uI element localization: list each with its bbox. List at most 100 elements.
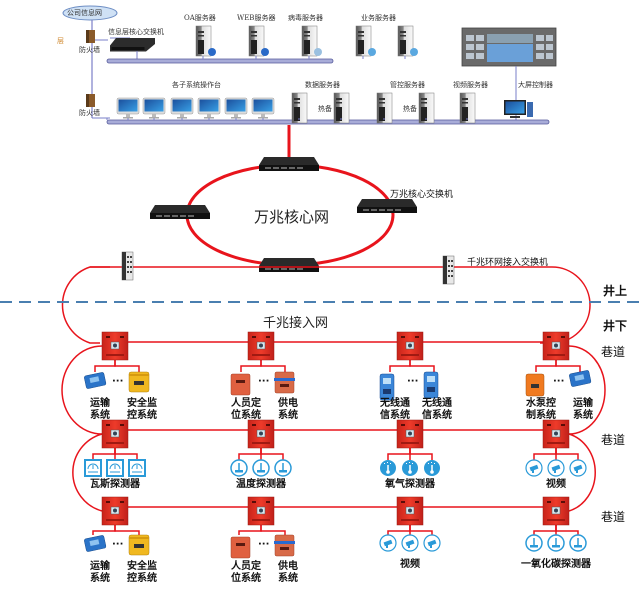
firewall-icon: [86, 94, 95, 107]
access-ring: [61, 266, 591, 344]
info-core-switch-icon: [110, 38, 155, 52]
workstation-icon: [142, 97, 166, 119]
core-switch-label: 万兆核心交换机: [390, 190, 454, 200]
detector-group-label: 氧气探测器: [385, 479, 435, 490]
device-label: 供电 系统: [278, 561, 298, 584]
big-screen-controller-icon: [504, 100, 533, 118]
workstation-icon: [251, 97, 275, 119]
hot-standby-label: 热备: [403, 105, 417, 113]
surface-zone-label: 井上: [603, 284, 628, 298]
company-network-label: 公司信息网: [67, 9, 102, 17]
core-network-title: 万兆核心网: [254, 208, 330, 226]
mine-ring-switch-icon: [101, 331, 129, 361]
personnel-location-icon: [230, 373, 251, 396]
oa-server-label: OA服务器: [184, 14, 216, 22]
core-switch-icon: [357, 199, 417, 213]
branch-link: [92, 525, 116, 535]
server-badge-icon: [368, 48, 376, 56]
branch-link: [94, 360, 116, 372]
detector-group-label: 温度探测器: [236, 479, 286, 490]
mine-ring-switch-icon: [247, 419, 275, 449]
branch-link: [409, 525, 433, 535]
detector-group-label: 一氧化碳探测器: [521, 559, 591, 570]
workstations-label: 各子系统操作台: [172, 81, 221, 89]
ring-access-switch-icon: [442, 255, 455, 285]
branch-link: [409, 448, 433, 460]
branch-link: [238, 448, 262, 460]
co-detector-icon: [547, 534, 565, 552]
power-supply-icon: [273, 371, 296, 394]
camera-icon: [525, 459, 543, 477]
more-devices-ellipsis: ···: [553, 376, 565, 387]
safety-monitor-icon: [128, 534, 150, 556]
branch-link: [260, 448, 284, 460]
branch-link: [409, 360, 435, 372]
temperature-detector-icon: [252, 459, 270, 477]
mine-ring-switch-icon: [396, 496, 424, 526]
wireless-comm-icon: [379, 373, 395, 401]
layer-mark: 层: [57, 37, 64, 45]
branch-link: [535, 360, 557, 372]
pump-control-icon: [525, 373, 545, 397]
data-server-label: 数据服务器: [305, 81, 340, 89]
server-badge-icon: [208, 48, 216, 56]
branch-link: [260, 360, 286, 372]
branch-link: [92, 448, 116, 460]
device-label: 人员定 位系统: [231, 561, 261, 584]
firewall-label: 防火墙: [79, 46, 100, 54]
core-switch-icon: [259, 157, 319, 171]
temperature-detector-icon: [274, 459, 292, 477]
oxygen-detector-icon: [379, 459, 397, 477]
branch-link: [240, 360, 262, 372]
core-switch-icon: [150, 205, 210, 219]
device-label: 供电 系统: [278, 398, 298, 421]
control-server-label: 管控服务器: [390, 81, 425, 89]
device-label: 无线通 信系统: [422, 398, 452, 421]
detector-group-label: 视频: [400, 559, 420, 570]
business-server-label: 业务服务器: [361, 14, 396, 22]
branch-link: [533, 525, 557, 535]
firewall-label: 防火墙: [79, 109, 100, 117]
transport-system-icon: [83, 534, 107, 553]
device-label: 运输 系统: [90, 398, 110, 421]
ring-arc: [568, 345, 606, 435]
branch-link: [533, 448, 557, 460]
mine-ring-switch-icon: [396, 331, 424, 361]
more-devices-ellipsis: ···: [112, 539, 124, 550]
hot-standby-label: 热备: [318, 105, 332, 113]
tunnel-label: 巷道: [601, 345, 626, 359]
underground-zone-label: 井下: [603, 319, 628, 333]
more-devices-ellipsis: ···: [407, 376, 419, 387]
tunnel-label: 巷道: [601, 510, 626, 524]
detector-group-label: 瓦斯探测器: [90, 479, 140, 490]
branch-link: [114, 448, 138, 460]
mine-ring-switch-icon: [542, 331, 570, 361]
info-layer: [62, 5, 557, 125]
oxygen-detector-icon: [423, 459, 441, 477]
branch-link: [260, 525, 286, 535]
device-label: 无线通 信系统: [380, 398, 410, 421]
branch-link: [387, 448, 411, 460]
workstation-icon: [197, 97, 221, 119]
ring-arc: [61, 345, 103, 435]
web-server-label: WEB服务器: [237, 14, 276, 22]
branch-link: [555, 525, 579, 535]
branch-link: [555, 448, 579, 460]
personnel-location-icon: [230, 536, 251, 559]
safety-monitor-icon: [128, 371, 150, 393]
device-label: 水泵控 制系统: [526, 398, 556, 421]
firewall-icon: [86, 30, 95, 43]
ring-arc: [568, 433, 596, 512]
ring-switch-label: 千兆环网接入交换机: [467, 258, 549, 268]
co-detector-icon: [569, 534, 587, 552]
video-server-label: 视频服务器: [453, 81, 488, 89]
wireless-comm-icon: [423, 371, 439, 399]
mine-ring-switch-icon: [396, 419, 424, 449]
company-network-cloud: [62, 5, 118, 21]
big-screen-controller-label: 大屏控制器: [518, 81, 553, 89]
camera-icon: [569, 459, 587, 477]
device-label: 安全监 控系统: [127, 561, 157, 584]
device-label: 安全监 控系统: [127, 398, 157, 421]
oxygen-detector-icon: [401, 459, 419, 477]
